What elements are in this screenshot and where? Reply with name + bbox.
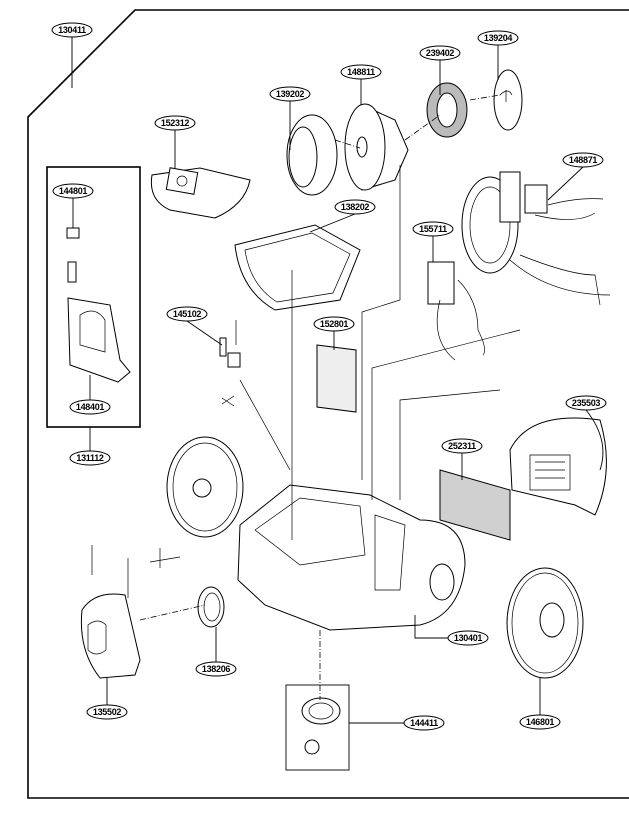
part-number: 144411: [410, 718, 438, 728]
assembly-lines: [139, 94, 521, 700]
label-152801: 152801: [313, 316, 355, 332]
pcb-assembly-part: [427, 261, 485, 361]
exhaust-filter-part: [439, 469, 511, 541]
label-131112: 131112: [69, 450, 111, 466]
part-number: 146801: [526, 717, 555, 727]
part-number: 145102: [173, 309, 202, 319]
label-138202: 138202: [334, 199, 376, 215]
part-number: 139204: [484, 33, 513, 43]
motor-part: [344, 103, 409, 191]
body-part: [237, 484, 466, 631]
label-146801: 146801: [519, 714, 561, 730]
caster-inset-box: [285, 684, 350, 771]
label-252311: 252311: [441, 438, 483, 454]
button-part: [66, 227, 80, 283]
label-152312: 152312: [154, 115, 196, 131]
label-145102: 145102: [166, 306, 208, 322]
part-number: 152312: [161, 118, 190, 128]
label-148871: 148871: [562, 152, 604, 168]
bag-holder-gasket-part: [234, 224, 361, 311]
part-number: 131112: [76, 453, 104, 463]
part-number: 144801: [59, 186, 88, 196]
part-number: 239402: [426, 48, 455, 58]
label-235503: 235503: [565, 395, 607, 411]
label-130401: 130401: [447, 630, 489, 646]
fan-cover-part: [493, 69, 523, 131]
part-number: 148811: [347, 67, 375, 77]
label-130411: 130411: [51, 22, 93, 38]
pre-filter-part: [316, 344, 357, 413]
label-138206: 138206: [195, 661, 237, 677]
part-number: 252311: [448, 441, 476, 451]
motor-filter-part: [426, 82, 468, 138]
label-144801: 144801: [52, 183, 94, 199]
label-148811: 148811: [340, 64, 382, 80]
label-144411: 144411: [403, 715, 445, 731]
part-number: 235503: [572, 398, 601, 408]
front-cover-part: [80, 545, 181, 679]
frame-outline: [27, 9, 629, 799]
label-148401: 148401: [69, 399, 111, 415]
part-number: 138206: [202, 664, 231, 674]
caster-part: [301, 697, 341, 755]
part-number: 148871: [569, 155, 598, 165]
dust-bag-part: [150, 167, 251, 219]
hose-gasket-part: [197, 586, 225, 628]
motor-gasket-part: [286, 114, 338, 196]
label-155711: 155711: [412, 221, 454, 237]
leader-lines: [71, 37, 604, 724]
exhaust-grille-part: [509, 417, 607, 516]
part-number: 135502: [93, 707, 122, 717]
part-number: 138202: [341, 202, 370, 212]
cover-inner-part: [67, 297, 131, 383]
part-number: 155711: [419, 224, 447, 234]
label-139204: 139204: [477, 30, 519, 46]
part-number: 148401: [76, 402, 105, 412]
label-135502: 135502: [86, 704, 128, 720]
label-239402: 239402: [419, 45, 461, 61]
part-number: 139202: [276, 89, 305, 99]
side-wheel-part: [166, 436, 244, 538]
latch-part: [219, 320, 241, 407]
part-number: 152801: [320, 319, 349, 329]
label-139202: 139202: [269, 86, 311, 102]
part-number: 130401: [454, 633, 483, 643]
wheel-part: [506, 567, 584, 679]
cord-reel-part: [461, 171, 611, 306]
cover-assembly-inset-box: [46, 166, 141, 428]
part-number: 130411: [58, 25, 86, 35]
